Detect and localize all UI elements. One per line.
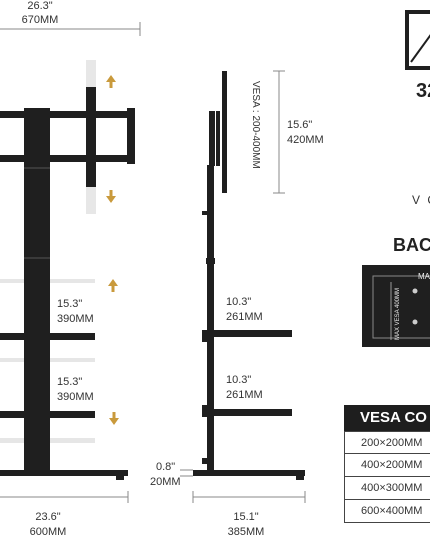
front-shelf-2: [0, 411, 95, 418]
mount-bar-bottom: [0, 155, 130, 162]
front-foot: [116, 476, 124, 480]
side-gap1-mm: 261MM: [226, 311, 263, 323]
side-gap2-in: 10.3": [226, 374, 252, 386]
base-height-in: 0.8": [156, 461, 176, 473]
vesa-row: 600×400MM: [344, 500, 430, 523]
front-width-in: 23.6": [35, 511, 61, 523]
side-shelf-2: [212, 409, 292, 416]
vesa-table: VESA CO 200×200MM 400×200MM 400×300MM 60…: [344, 405, 430, 523]
side-foot: [296, 476, 304, 480]
tv-size-icon: [405, 10, 430, 70]
shelf-gap2-in: 15.3": [57, 376, 83, 388]
back-heading: BAC: [393, 235, 430, 255]
mount-vertical-arm: [86, 87, 96, 187]
front-shelf-1: [0, 333, 95, 340]
view-text: V C: [412, 193, 430, 207]
down-arrow-icon: [106, 190, 116, 203]
vesa-table-heading: VESA CO: [344, 405, 430, 431]
side-bracket-1: [209, 111, 215, 166]
side-column: [207, 165, 214, 470]
up-arrow-icon: [106, 75, 116, 88]
side-base: [193, 470, 305, 476]
mount-height-in: 15.6": [287, 119, 313, 131]
mount-end-plate: [127, 108, 135, 164]
side-bracket-2: [216, 111, 220, 166]
shelf-down-arrow-icon: [109, 412, 119, 425]
side-width-mm: 385MM: [227, 526, 265, 538]
vesa-row: 400×300MM: [344, 477, 430, 500]
shelf-gap1-in: 15.3": [57, 298, 83, 310]
top-width-mm: 670MM: [21, 14, 59, 26]
arm-bottom-ghost: [86, 187, 96, 214]
back-box-vesa: MAX VESA 400MM: [395, 287, 401, 340]
shelf-up-arrow-icon: [108, 279, 118, 292]
shelf-gap1-mm: 390MM: [57, 313, 94, 325]
mount-bar-top: [0, 111, 130, 118]
side-tv-panel: [222, 71, 227, 193]
side-column-joint: [206, 258, 215, 264]
side-gap1-in: 10.3": [226, 296, 252, 308]
side-width-in: 15.1": [233, 511, 259, 523]
back-box-max: MAX: [418, 272, 430, 281]
vesa-row: 200×200MM: [344, 431, 430, 454]
front-base: [0, 470, 128, 476]
mount-height-mm: 420MM: [287, 134, 324, 146]
top-width-in: 26.3": [27, 0, 53, 12]
front-column-upper: [24, 108, 50, 258]
shelf-gap2-mm: 390MM: [57, 391, 94, 403]
vesa-row: 400×200MM: [344, 454, 430, 477]
front-column-lower: [24, 258, 50, 470]
vesa-vertical-label: VESA : 200-400MM: [250, 81, 261, 169]
arm-top-ghost: [86, 60, 96, 87]
base-height-mm: 20MM: [150, 476, 181, 488]
tv-size-text: 32: [416, 80, 430, 102]
side-gap2-mm: 261MM: [226, 389, 263, 401]
front-width-mm: 600MM: [29, 526, 67, 538]
side-shelf-1: [212, 330, 292, 337]
